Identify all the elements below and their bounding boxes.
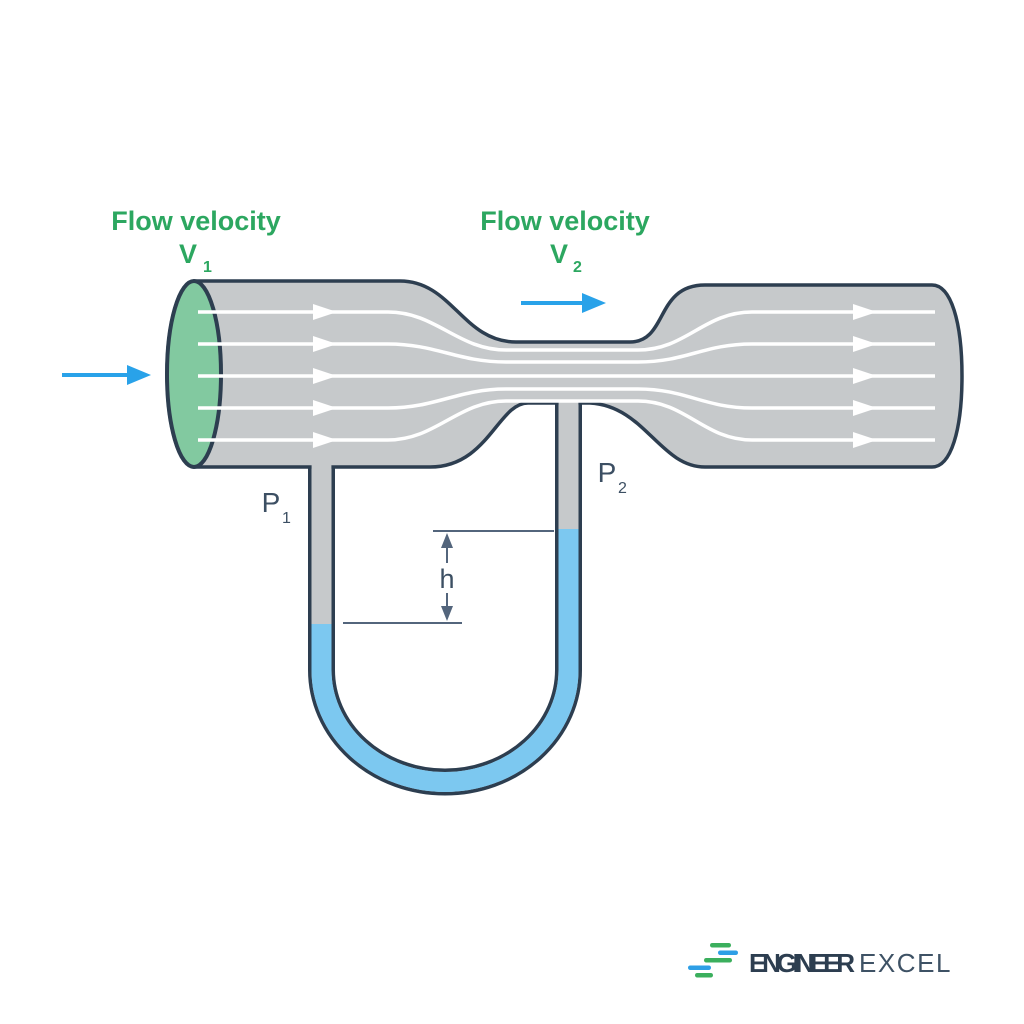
throat-flow-arrow-icon <box>521 293 606 313</box>
pressure-1-label: P 1 <box>262 487 291 527</box>
flow-velocity-1-text: Flow velocity <box>111 206 281 236</box>
flow-velocity-1-subscript: 1 <box>203 259 212 276</box>
streamline <box>198 342 935 364</box>
streamline-arrowhead-icon <box>853 304 877 320</box>
h-arrow-up-icon <box>441 533 453 548</box>
streamline-arrowhead-icon <box>853 432 877 448</box>
logo-text-light: EXCEL <box>859 948 952 978</box>
streamline <box>198 387 935 410</box>
streamline-arrowhead-icon <box>313 432 337 448</box>
inlet-flow-arrow-icon <box>62 365 151 385</box>
pressure-1-symbol: P <box>262 487 281 518</box>
flow-velocity-2-label: Flow velocity V 2 <box>480 206 650 276</box>
flow-velocity-1-label: Flow velocity V 1 <box>111 206 281 276</box>
inlet-face-ellipse <box>165 279 223 469</box>
h-dimension: h <box>343 530 554 624</box>
pressure-2-subscript: 2 <box>618 480 627 497</box>
streamline-arrowhead-icon <box>313 336 337 352</box>
flow-velocity-2-symbol: V <box>550 239 568 269</box>
streamline-arrowhead-icon <box>313 400 337 416</box>
engineerexcel-logo: ENGINEER EXCEL <box>688 943 952 978</box>
streamline-arrowhead-icon <box>853 400 877 416</box>
streamlines <box>198 304 935 448</box>
manometer-fluid <box>311 529 579 792</box>
pressure-2-label: P 2 <box>598 457 627 497</box>
streamline-arrowhead-icon <box>853 368 877 384</box>
logo-text-bold: ENGINEER <box>749 948 856 978</box>
streamline-arrowhead-icon <box>853 336 877 352</box>
streamline-arrowhead-icon <box>313 368 337 384</box>
streamline <box>198 399 935 442</box>
flow-velocity-1-symbol: V <box>179 239 197 269</box>
pressure-1-subscript: 1 <box>282 510 291 527</box>
streamline <box>198 310 935 352</box>
streamline-arrowhead-icon <box>313 304 337 320</box>
h-arrow-down-icon <box>441 606 453 621</box>
flow-velocity-2-text: Flow velocity <box>480 206 650 236</box>
flow-velocity-2-subscript: 2 <box>573 259 582 276</box>
tube-junction-patch-p1 <box>311 463 332 472</box>
pressure-2-symbol: P <box>598 457 617 488</box>
logo-bars-icon <box>688 943 738 978</box>
manometer <box>308 402 582 796</box>
h-dimension-label: h <box>439 564 454 594</box>
tube-junction-patch-p2 <box>558 399 579 408</box>
